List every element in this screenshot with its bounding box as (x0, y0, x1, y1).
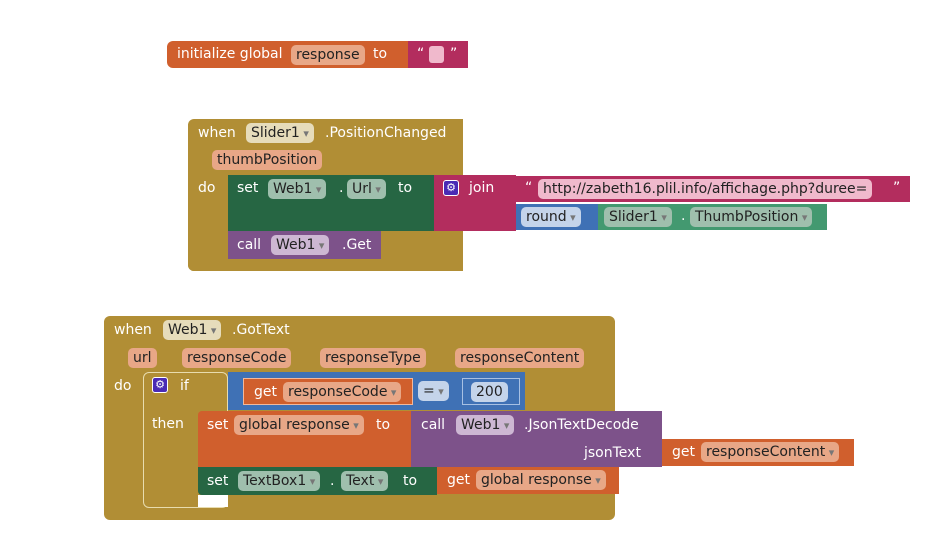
param-responsetype[interactable]: responseType (320, 348, 426, 368)
get-global-response-block[interactable]: get global response (437, 467, 619, 494)
event-bottom (188, 259, 463, 271)
dot: . (339, 180, 344, 196)
round-dropdown[interactable]: round (521, 207, 581, 227)
dot: . (330, 473, 335, 489)
param-thumbposition[interactable]: thumbPosition (212, 150, 323, 170)
to-label: to (373, 46, 388, 62)
set-web-url-block[interactable]: set Web1 . Url to (228, 175, 434, 231)
component-dropdown[interactable]: Slider1 (246, 123, 314, 143)
if-label: if (180, 378, 189, 394)
get-responsecode-block[interactable]: get responseCode (243, 378, 413, 405)
param-url[interactable]: url (128, 348, 157, 368)
gear-icon[interactable]: ⚙ (152, 377, 168, 393)
call-label: call (421, 417, 446, 433)
method-name: .Get (342, 237, 372, 253)
get-label: get (672, 444, 695, 460)
number-field[interactable]: 200 (471, 382, 508, 402)
gear-icon[interactable]: ⚙ (443, 180, 459, 196)
when-label: when (114, 322, 152, 338)
set-global-response-block[interactable]: set global response to (198, 411, 411, 467)
slider-thumbposition-getter[interactable]: Slider1 . ThumbPosition (598, 204, 827, 230)
join-block[interactable]: ⚙ join (434, 175, 516, 231)
json-text-decode-block[interactable]: call Web1 .JsonTextDecode jsonText (411, 411, 662, 467)
variable-dropdown[interactable]: global response (234, 415, 364, 435)
round-block[interactable]: round (516, 204, 598, 230)
call-web-get-block[interactable]: call Web1 .Get (228, 231, 381, 259)
variable-dropdown[interactable]: responseCode (283, 382, 402, 402)
join-label: join (469, 180, 495, 196)
component-dropdown[interactable]: TextBox1 (238, 471, 321, 491)
set-textbox-text-block[interactable]: set TextBox1 . Text to (198, 467, 437, 495)
text-field[interactable] (429, 46, 444, 63)
open-quote: “ (417, 46, 425, 62)
call-label: call (237, 237, 262, 253)
dot: . (681, 208, 686, 224)
property-dropdown[interactable]: Text (341, 471, 389, 491)
url-text-field[interactable]: http://zabeth16.plil.info/affichage.php?… (538, 179, 873, 199)
number-block[interactable]: 200 (462, 378, 520, 405)
param-responsecontent[interactable]: responseContent (455, 348, 585, 368)
set-label: set (207, 473, 229, 489)
init-keyword: initialize global (177, 46, 283, 62)
property-dropdown[interactable]: Url (347, 179, 386, 199)
url-text-block[interactable]: “ http://zabeth16.plil.info/affichage.ph… (516, 176, 910, 202)
event-name: .PositionChanged (325, 125, 447, 141)
close-quote: ” (450, 46, 458, 62)
do-label: do (198, 180, 216, 196)
to-label: to (376, 417, 391, 433)
empty-text-block[interactable]: “ ” (408, 41, 468, 68)
then-label: then (152, 416, 184, 432)
property-dropdown[interactable]: ThumbPosition (690, 207, 813, 227)
to-label: to (403, 473, 418, 489)
method-name: .JsonTextDecode (524, 417, 639, 433)
get-responsecontent-block[interactable]: get responseContent (662, 439, 854, 466)
when-label: when (198, 125, 236, 141)
variable-dropdown[interactable]: responseContent (701, 442, 840, 462)
component-dropdown[interactable]: Web1 (268, 179, 327, 199)
close-quote: ” (893, 180, 901, 196)
variable-name-field[interactable]: response (291, 45, 365, 65)
component-dropdown[interactable]: Web1 (456, 415, 515, 435)
component-dropdown[interactable]: Slider1 (604, 207, 672, 227)
initialize-global-block[interactable]: initialize global response to (167, 41, 409, 68)
set-label: set (237, 180, 259, 196)
component-dropdown[interactable]: Web1 (163, 320, 222, 340)
get-label: get (254, 384, 277, 400)
open-quote: “ (525, 180, 533, 196)
to-label: to (398, 180, 413, 196)
variable-dropdown[interactable]: global response (476, 470, 606, 490)
jsontext-arg-label: jsonText (584, 445, 641, 461)
param-responsecode[interactable]: responseCode (182, 348, 292, 368)
component-dropdown[interactable]: Web1 (271, 235, 330, 255)
get-label: get (447, 472, 470, 488)
operator-dropdown[interactable]: = (418, 381, 449, 401)
statement-gap (198, 495, 228, 507)
event-name: .GotText (232, 322, 290, 338)
set-label: set (207, 417, 229, 433)
do-label: do (114, 378, 132, 394)
